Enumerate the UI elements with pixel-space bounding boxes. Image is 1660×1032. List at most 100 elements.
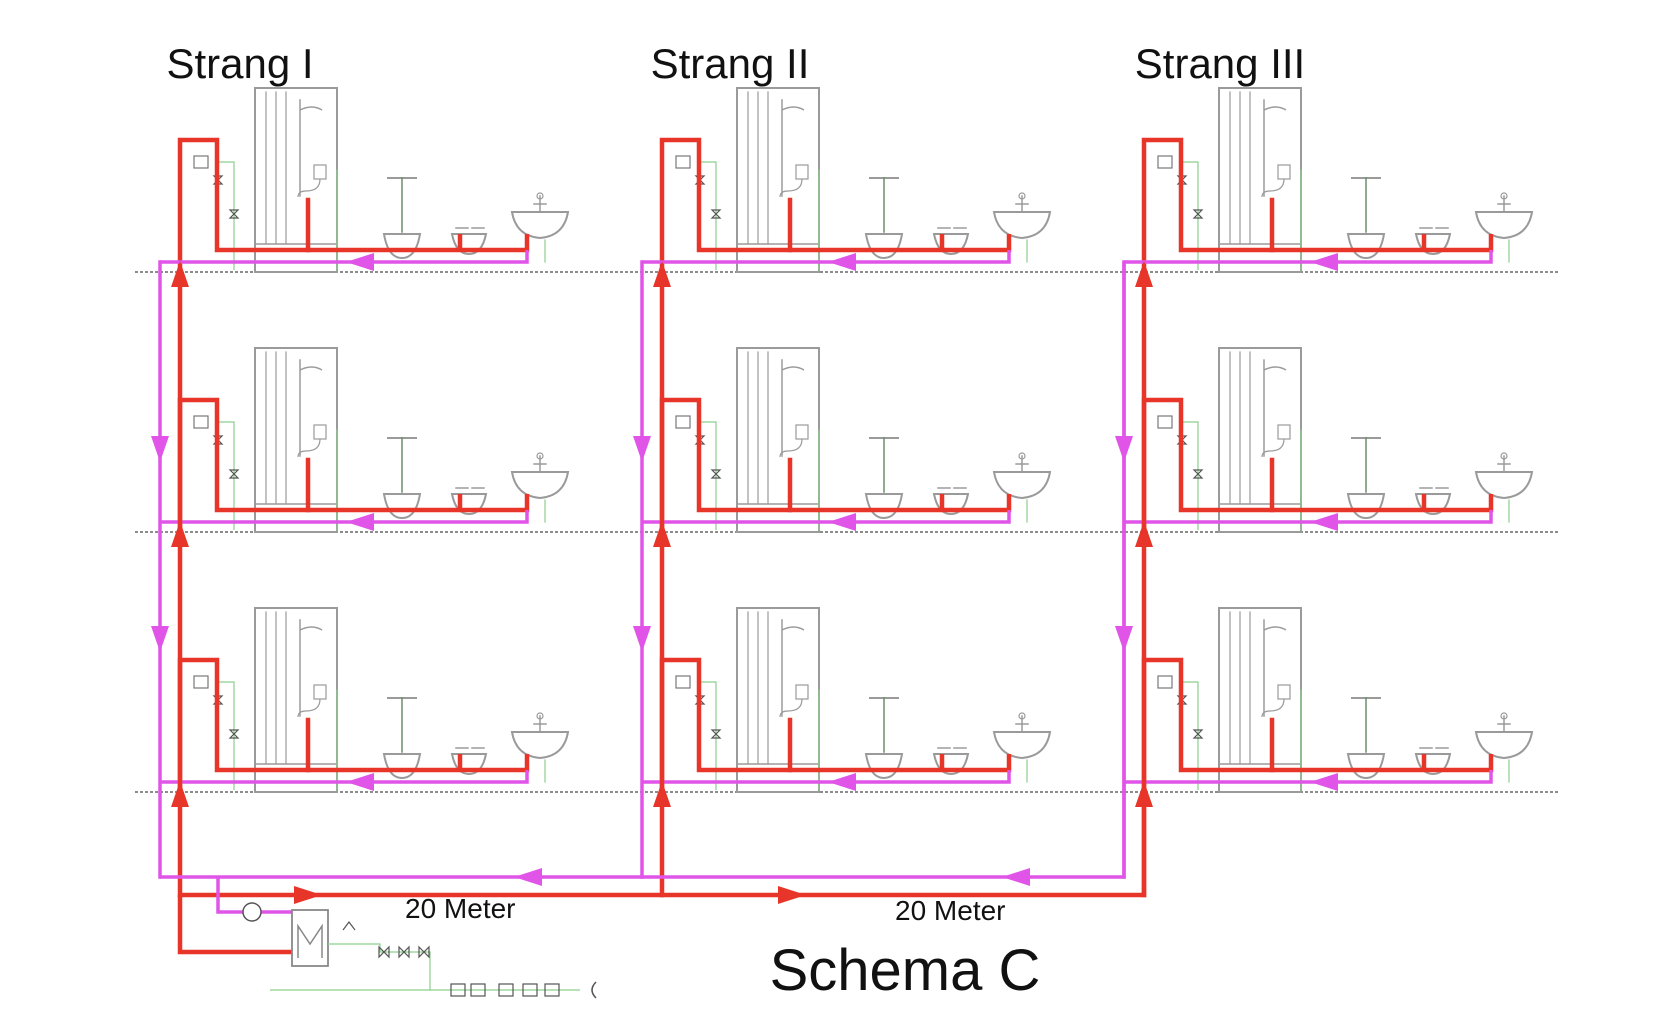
- valve-icon: [212, 175, 224, 185]
- bidet-fixture: [1414, 487, 1452, 516]
- supply-branch: [1141, 397, 1494, 535]
- shower-head-icon: [1263, 626, 1287, 631]
- shower-cabin: [254, 347, 338, 533]
- bathroom-unit: [160, 87, 570, 275]
- supply-arrow: [778, 886, 806, 904]
- shower-cabin: [736, 607, 820, 793]
- shower-mixer-icon: [795, 424, 809, 440]
- washbasin-tap-knob: [1018, 192, 1026, 200]
- circulation-arrow: [1002, 868, 1030, 886]
- washbasin-bowl-icon: [1474, 731, 1534, 760]
- shower-cabin: [1218, 347, 1302, 533]
- shower-cabin: [736, 347, 820, 533]
- bidet-fixture: [450, 747, 488, 776]
- shower-cabin: [254, 607, 338, 793]
- shower-head-icon: [781, 626, 805, 631]
- washbasin-tap-knob: [536, 712, 544, 720]
- bidet-bowl-icon: [450, 493, 488, 516]
- bidet-bowl-icon: [1414, 493, 1452, 516]
- valve-icon: [228, 729, 240, 739]
- valve-icon: [1192, 209, 1204, 219]
- cold-water-line: [700, 161, 717, 270]
- washbasin-fixture: [1474, 192, 1534, 263]
- circulation-arrow: [346, 513, 374, 531]
- circulation-arrow: [151, 626, 169, 652]
- bathroom-unit: [160, 607, 570, 795]
- shower-head-icon: [299, 106, 323, 111]
- meter-icon: [193, 155, 209, 169]
- wc-fixture: [1346, 437, 1386, 520]
- supply-branch: [659, 137, 1012, 275]
- washbasin-bowl-icon: [510, 211, 570, 240]
- bidet-bowl-icon: [450, 753, 488, 776]
- wc-bowl-icon: [382, 753, 422, 780]
- circulation-pump-icon: [242, 902, 262, 922]
- heater-coil-icon: [297, 923, 323, 958]
- bidet-fixture: [1414, 747, 1452, 776]
- valve-icon: [378, 945, 390, 959]
- supply-branch: [659, 657, 1012, 795]
- washbasin-bowl-icon: [1474, 471, 1534, 500]
- shower-head-icon: [1263, 106, 1287, 111]
- wc-bowl-icon: [1346, 493, 1386, 520]
- bidet-bowl-icon: [1414, 233, 1452, 256]
- circulation-branch: [1124, 510, 1493, 524]
- circulation-arrow: [828, 253, 856, 271]
- supply-arrow: [1135, 781, 1153, 807]
- washbasin-tap-knob: [536, 192, 544, 200]
- wc-fixture: [864, 177, 904, 260]
- supply-branch: [177, 137, 530, 275]
- fitting-icon: [450, 983, 466, 997]
- bidet-bowl-icon: [932, 493, 970, 516]
- washbasin-fixture: [510, 192, 570, 263]
- supply-arrow: [1135, 261, 1153, 287]
- wc-bowl-icon: [864, 753, 904, 780]
- cold-water-line: [218, 161, 235, 270]
- shower-head-icon: [299, 366, 323, 371]
- shower-mixer-icon: [1277, 684, 1291, 700]
- riser-strand: [633, 260, 671, 898]
- cold-water-line: [1182, 421, 1199, 530]
- washbasin-tap-knob: [1500, 192, 1508, 200]
- valve-icon: [1192, 469, 1204, 479]
- riser-strand: [151, 260, 189, 898]
- supply-collector: [180, 795, 1147, 898]
- shower-mixer-icon: [313, 164, 327, 180]
- wc-bowl-icon: [1346, 753, 1386, 780]
- bidet-fixture: [932, 227, 970, 256]
- bidet-bowl-icon: [932, 753, 970, 776]
- valve-icon: [710, 209, 722, 219]
- wc-fixture: [1346, 177, 1386, 260]
- shower-hose: [779, 698, 803, 718]
- shower-hose: [1261, 178, 1285, 198]
- wc-bowl-icon: [864, 493, 904, 520]
- cold-water-line: [218, 421, 235, 530]
- safety-valve-icon: [342, 921, 356, 931]
- circulation-branch: [160, 250, 529, 264]
- shower-hose: [297, 178, 321, 198]
- shower-mixer-icon: [795, 164, 809, 180]
- wc-fixture: [864, 437, 904, 520]
- bidet-fixture: [932, 747, 970, 776]
- wc-fixture: [382, 177, 422, 260]
- shower-mixer-icon: [795, 684, 809, 700]
- circulation-arrow: [1310, 773, 1338, 791]
- meter-icon: [193, 415, 209, 429]
- shower-cabin: [254, 87, 338, 273]
- supply-branch: [177, 397, 530, 535]
- washbasin-bowl-icon: [992, 471, 1052, 500]
- cold-water-line: [700, 681, 717, 790]
- washbasin-fixture: [510, 712, 570, 783]
- shower-cabin: [1218, 607, 1302, 793]
- supply-branch: [1141, 657, 1494, 795]
- supply-branch: [177, 657, 530, 795]
- circulation-branch: [1124, 250, 1493, 264]
- shower-hose: [297, 698, 321, 718]
- wc-fixture: [864, 697, 904, 780]
- cold-water-line: [1182, 681, 1199, 790]
- supply-arrow: [294, 886, 322, 904]
- valve-icon: [710, 729, 722, 739]
- washbasin-tap-knob: [536, 452, 544, 460]
- meter-icon: [1157, 155, 1173, 169]
- supply-branch: [1141, 137, 1494, 275]
